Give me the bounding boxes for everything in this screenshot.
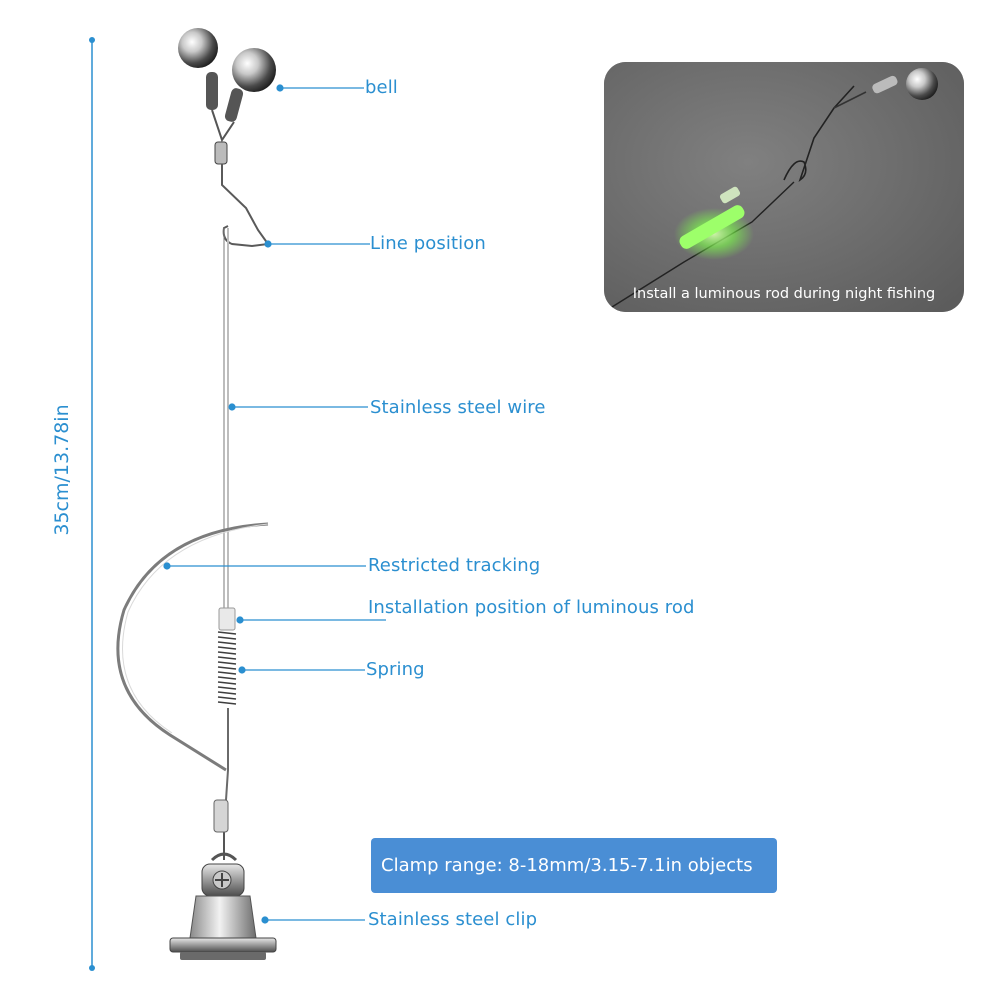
clip-icon: [169, 852, 277, 960]
label-bell: bell: [365, 77, 398, 98]
bell-icon: [178, 28, 276, 165]
label-stainless-wire: Stainless steel wire: [370, 397, 546, 418]
label-stainless-clip: Stainless steel clip: [368, 909, 538, 930]
inset-illustration: [604, 62, 964, 312]
night-fishing-inset: Install a luminous rod during night fish…: [604, 62, 964, 312]
spring-icon: [217, 631, 237, 705]
label-luminous-position: Installation position of luminous rod: [368, 597, 695, 618]
clamp-range-box: Clamp range: 8-18mm/3.15-7.1in objects: [371, 838, 777, 893]
swivel-icon: [213, 799, 229, 833]
wire-icon: [116, 164, 270, 860]
leader-lines: [163, 84, 386, 924]
inset-caption: Install a luminous rod during night fish…: [632, 286, 936, 302]
label-spring: Spring: [366, 659, 425, 680]
sleeve-icon: [218, 607, 236, 631]
dimension-line: [89, 37, 95, 971]
dimension-label: 35cm/13.78in: [51, 404, 73, 536]
label-restricted-tracking: Restricted tracking: [368, 555, 541, 576]
label-line-position: Line position: [370, 233, 486, 254]
